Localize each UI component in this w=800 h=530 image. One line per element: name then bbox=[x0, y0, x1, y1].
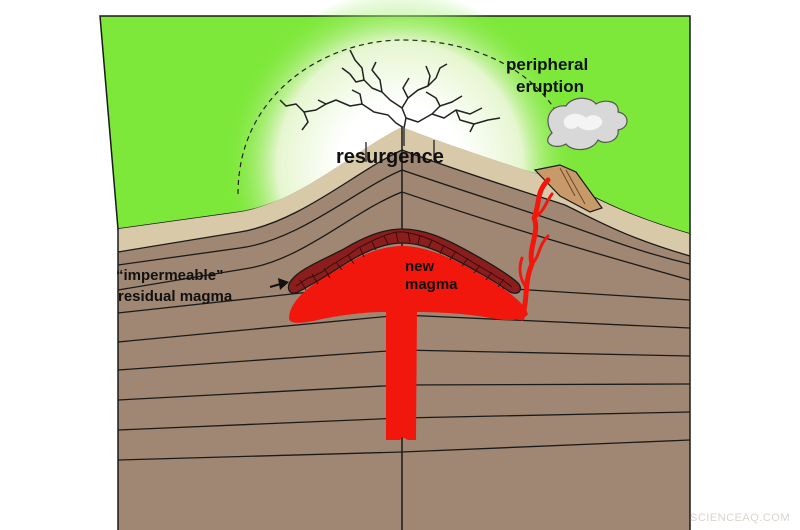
resurgence-ticks bbox=[365, 128, 435, 162]
new-magma-body bbox=[289, 246, 528, 440]
watermark: SCIENCEAQ.COM bbox=[689, 512, 790, 524]
peripheral-cone bbox=[533, 164, 603, 213]
impermeable-arrow-head bbox=[278, 278, 289, 290]
label-residual-magma: residual magma bbox=[118, 288, 233, 305]
label-impermeable: “impermeable” bbox=[116, 267, 224, 284]
residual-crosshatch bbox=[299, 231, 505, 291]
label-resurgence: resurgence bbox=[336, 146, 444, 168]
label-eruption: eruption bbox=[516, 77, 584, 96]
label-peripheral: peripheral bbox=[506, 55, 589, 74]
residual-magma-layer bbox=[287, 228, 522, 294]
residual-hatching bbox=[295, 231, 513, 288]
label-new: new bbox=[405, 258, 435, 275]
eruption-plume bbox=[547, 97, 628, 151]
feeder-dike bbox=[519, 177, 551, 321]
label-magma: magma bbox=[405, 276, 458, 293]
surface-fractures bbox=[279, 49, 501, 133]
caldera-boundary bbox=[237, 39, 567, 195]
cone-hatching bbox=[559, 167, 586, 205]
dike-branches bbox=[518, 192, 554, 292]
